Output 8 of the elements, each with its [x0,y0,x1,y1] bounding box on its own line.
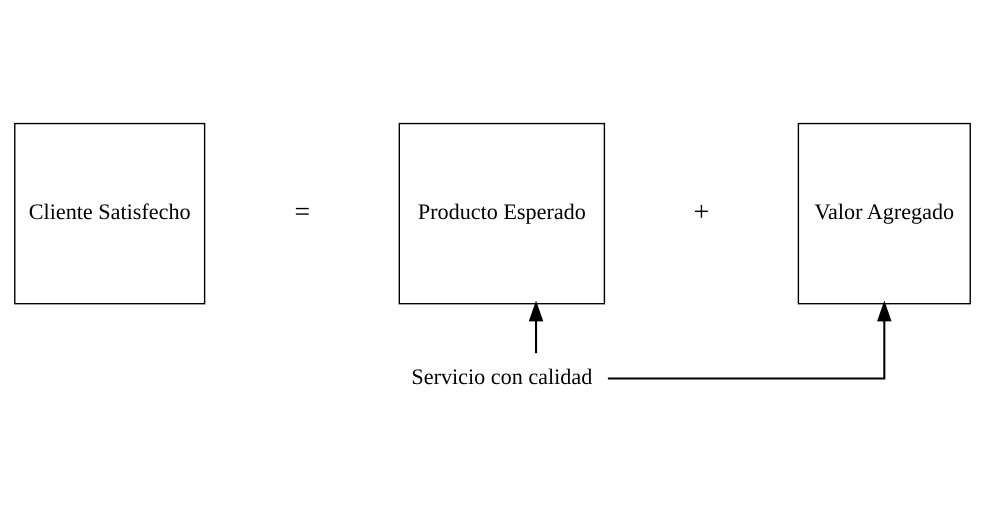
arrow [608,300,892,380]
node-box: Valor Agregado [798,122,971,304]
arrow [528,300,544,354]
node-text: Servicio con calidad [411,364,592,389]
node-box: Producto Esperado [398,122,606,304]
label: + [694,196,710,227]
label: = [294,196,310,227]
node-box: Cliente Satisfecho [14,122,206,304]
